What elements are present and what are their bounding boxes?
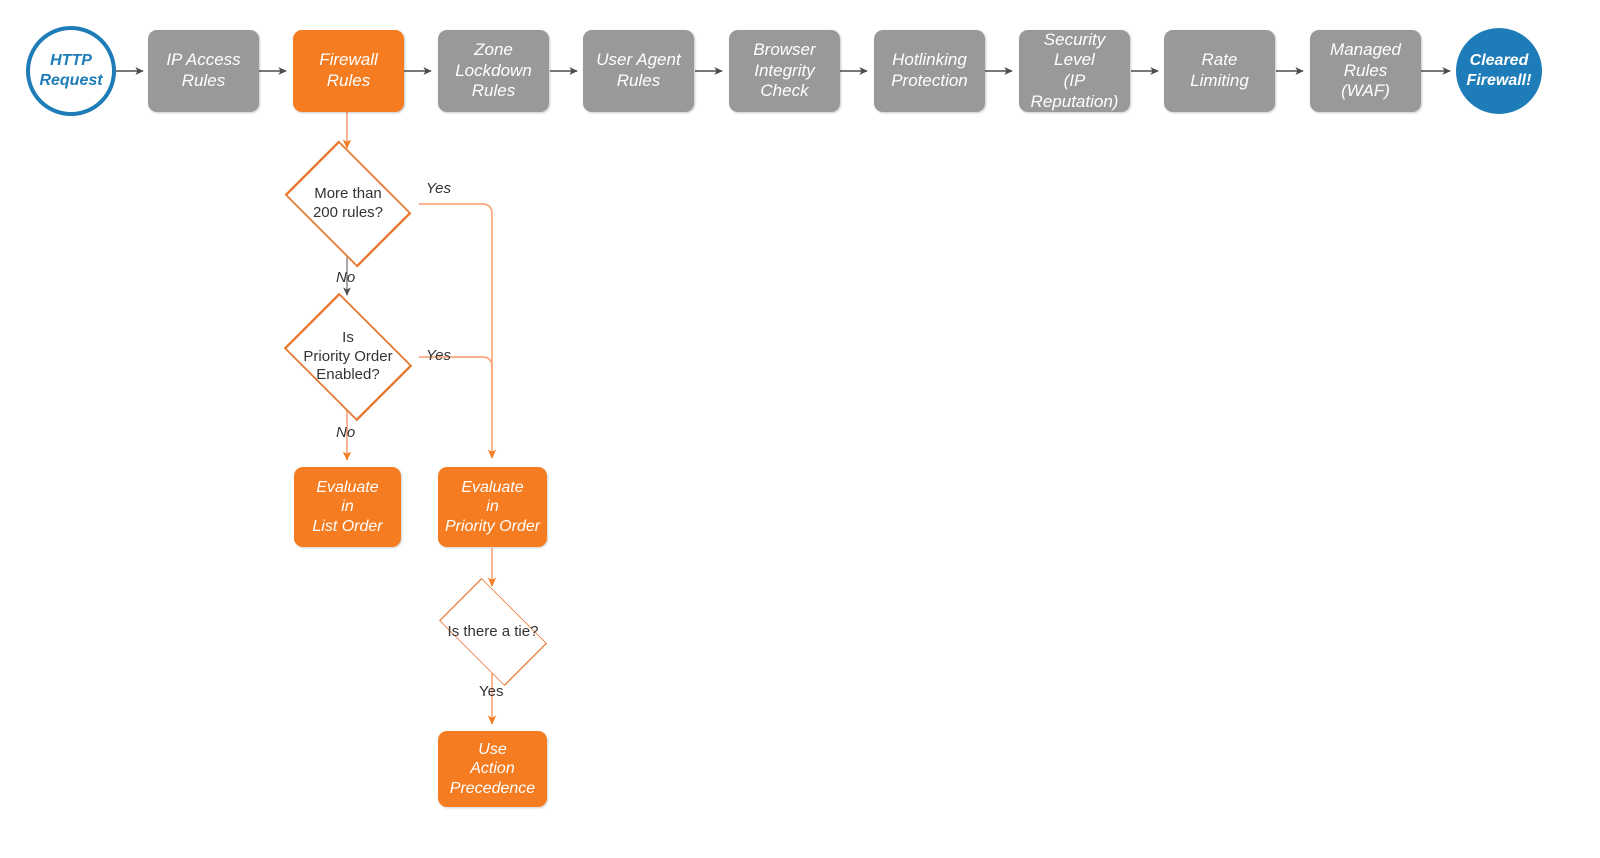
pipeline-step-user-agent-rules[interactable]: User Agent Rules (583, 30, 694, 112)
outcome-evaluate-in-list-order[interactable]: Evaluate in List Order (294, 467, 401, 547)
end-node-cleared-firewall[interactable]: Cleared Firewall! (1456, 28, 1542, 114)
pipeline-step-browser-integrity-check[interactable]: Browser Integrity Check (729, 30, 840, 112)
decision-is-there-a-tie[interactable]: Is there a tie? (428, 577, 558, 687)
decision-more-than-200-rules[interactable]: More than 200 rules? (278, 140, 418, 268)
outcome-evaluate-in-priority-order[interactable]: Evaluate in Priority Order (438, 467, 547, 547)
edge-label-priority-yes: Yes (426, 347, 452, 364)
edge-label-rules-no: No (336, 269, 356, 286)
pipeline-step-rate-limiting[interactable]: Rate Limiting (1164, 30, 1275, 112)
pipeline-step-firewall-rules[interactable]: Firewall Rules (293, 30, 404, 112)
pipeline-step-managed-rules-waf[interactable]: Managed Rules (WAF) (1310, 30, 1421, 112)
pipeline-step-ip-access-rules[interactable]: IP Access Rules (148, 30, 259, 112)
pipeline-step-hotlinking-protection[interactable]: Hotlinking Protection (874, 30, 985, 112)
decision-label: Is there a tie? (447, 622, 539, 640)
decision-label: More than 200 rules? (312, 185, 384, 221)
edge-label-tie-yes: Yes (479, 683, 504, 700)
decision-is-priority-order-enabled[interactable]: Is Priority Order Enabled? (278, 292, 418, 422)
pipeline-step-security-level[interactable]: Security Level (IP Reputation) (1019, 30, 1130, 112)
start-node-http-request[interactable]: HTTP Request (26, 26, 116, 116)
outcome-use-action-precedence[interactable]: Use Action Precedence (438, 731, 547, 807)
edge-label-rules-yes: Yes (426, 180, 452, 197)
decision-label: Is Priority Order Enabled? (303, 328, 393, 384)
pipeline-step-zone-lockdown-rules[interactable]: Zone Lockdown Rules (438, 30, 549, 112)
edge-label-priority-no: No (336, 424, 356, 441)
